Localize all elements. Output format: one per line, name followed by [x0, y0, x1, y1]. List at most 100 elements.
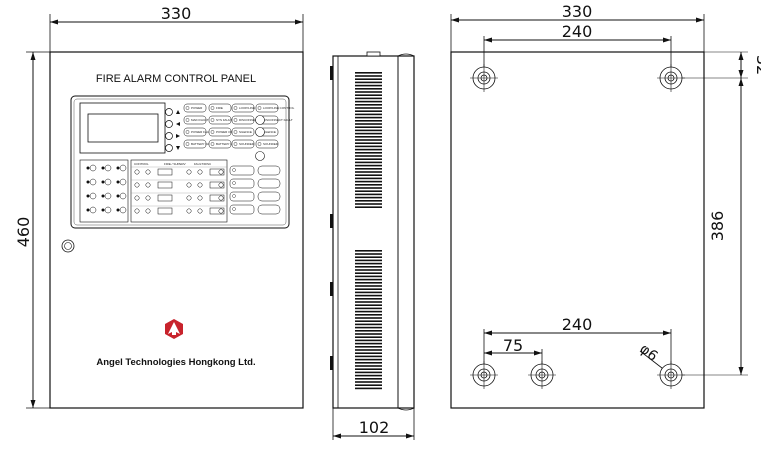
vent-slot — [355, 355, 382, 358]
lcd-screen — [87, 113, 159, 143]
vent-slot — [355, 266, 382, 268]
zone-button[interactable] — [218, 182, 224, 188]
back-view: 330 240 32 386 240 75 — [450, 2, 761, 409]
company-name: Angel Technologies Hongkong Ltd. — [96, 357, 255, 368]
function-button[interactable] — [257, 178, 281, 189]
vent-slot — [355, 278, 382, 281]
vent-slot — [355, 262, 382, 265]
function-button[interactable] — [257, 204, 281, 215]
indicator-led: POWER ON — [208, 127, 233, 137]
status-indicator — [229, 204, 255, 215]
panel-title: FIRE ALARM CONTROL PANEL — [96, 73, 256, 85]
zone-header: FAULT/DISC — [194, 162, 212, 166]
arrow-keys — [165, 108, 180, 152]
control-button[interactable] — [255, 151, 265, 161]
vent-slot — [355, 374, 382, 377]
keypad-key[interactable] — [119, 178, 127, 186]
zone-header: FIRE / SUPERV — [164, 162, 186, 166]
indicator-led: DISCONNECT FAULT — [231, 115, 269, 125]
keypad-key[interactable] — [89, 206, 97, 214]
indicator-label: MAIN FAULT — [191, 118, 209, 122]
up-key[interactable] — [165, 108, 173, 116]
vent-slot — [355, 301, 382, 303]
vent-slot — [355, 330, 382, 332]
indicator-led: LOOP/LINE CONTROL — [255, 103, 295, 113]
keypad-key[interactable] — [104, 206, 112, 214]
vertical-spacing-label: 386 — [708, 211, 727, 242]
vent-slot — [355, 333, 382, 335]
keypad-key[interactable] — [89, 178, 97, 186]
zone-led — [186, 195, 192, 201]
zone-label-slot — [157, 168, 173, 176]
zone-label-slot — [157, 194, 173, 202]
zone-led — [186, 182, 192, 188]
vent-slot — [355, 381, 382, 383]
zone-led — [134, 208, 140, 214]
vent-slot — [355, 120, 382, 122]
control-button[interactable] — [255, 127, 265, 137]
vent-slot — [355, 174, 382, 176]
side-view: 102 — [330, 51, 415, 440]
key-lock-icon[interactable] — [61, 239, 75, 253]
vent-slot — [355, 275, 382, 278]
vent-slot — [355, 184, 382, 186]
vent-slot — [355, 282, 382, 284]
bottom-hole-spacing-label: 240 — [562, 315, 593, 334]
vent-slot — [355, 320, 382, 322]
control-button[interactable] — [255, 115, 265, 125]
keypad-key[interactable] — [104, 164, 112, 172]
indicator-led: BATTERY FAULT — [183, 139, 215, 149]
vent-slot — [355, 190, 382, 192]
zone-led — [186, 208, 192, 214]
keypad-key[interactable] — [119, 192, 127, 200]
vent-slots-upper — [355, 72, 382, 208]
status-indicator — [229, 191, 255, 202]
vent-slot — [355, 272, 382, 274]
keypad-key[interactable] — [119, 164, 127, 172]
down-key[interactable] — [165, 144, 173, 152]
indicator-led: MAIN FAULT — [183, 115, 209, 125]
zone-led — [145, 182, 151, 188]
keypad-led — [86, 208, 90, 212]
zone-header: CONTROL — [134, 162, 149, 166]
zone-button[interactable] — [218, 195, 224, 201]
vent-slot — [355, 155, 382, 157]
vent-slots-lower — [355, 250, 382, 390]
indicator-led: FIRE — [208, 103, 232, 113]
indicator-label: DISCONNECT FAULT — [263, 118, 293, 122]
indicator-label: SILENCE — [263, 130, 276, 134]
vent-slot — [355, 136, 382, 138]
indicator-label: LOOP/LINE CONTROL — [239, 106, 271, 110]
keypad-key[interactable] — [104, 178, 112, 186]
keypad-key[interactable] — [89, 164, 97, 172]
keypad-led — [116, 194, 120, 198]
vent-slot — [355, 142, 382, 144]
indicator-label: POWER — [191, 106, 203, 110]
vent-slot — [355, 113, 382, 116]
zone-led — [134, 169, 140, 175]
keypad-key[interactable] — [119, 206, 127, 214]
vent-slot — [355, 326, 382, 329]
vent-slot — [355, 307, 382, 310]
vent-slot — [355, 358, 382, 361]
zone-button[interactable] — [218, 208, 224, 214]
vent-slot — [355, 81, 382, 84]
zone-button[interactable] — [218, 169, 224, 175]
indicator-label: POWER FAULT — [191, 130, 212, 134]
left-key[interactable] — [165, 120, 173, 128]
keypad-key[interactable] — [89, 192, 97, 200]
right-key[interactable] — [165, 132, 173, 140]
vent-slot — [355, 346, 382, 348]
vent-slot — [355, 203, 382, 205]
indicator-label: SOUNDER — [263, 142, 279, 146]
vent-slot — [355, 187, 382, 189]
keypad-key[interactable] — [104, 192, 112, 200]
vent-slot — [355, 110, 382, 112]
vent-slot — [355, 362, 382, 364]
status-indicator — [229, 178, 255, 189]
vent-slot — [355, 352, 382, 354]
function-button[interactable] — [257, 165, 281, 176]
keypad-led — [101, 194, 105, 198]
function-button[interactable] — [257, 191, 281, 202]
keypad-led — [101, 180, 105, 184]
